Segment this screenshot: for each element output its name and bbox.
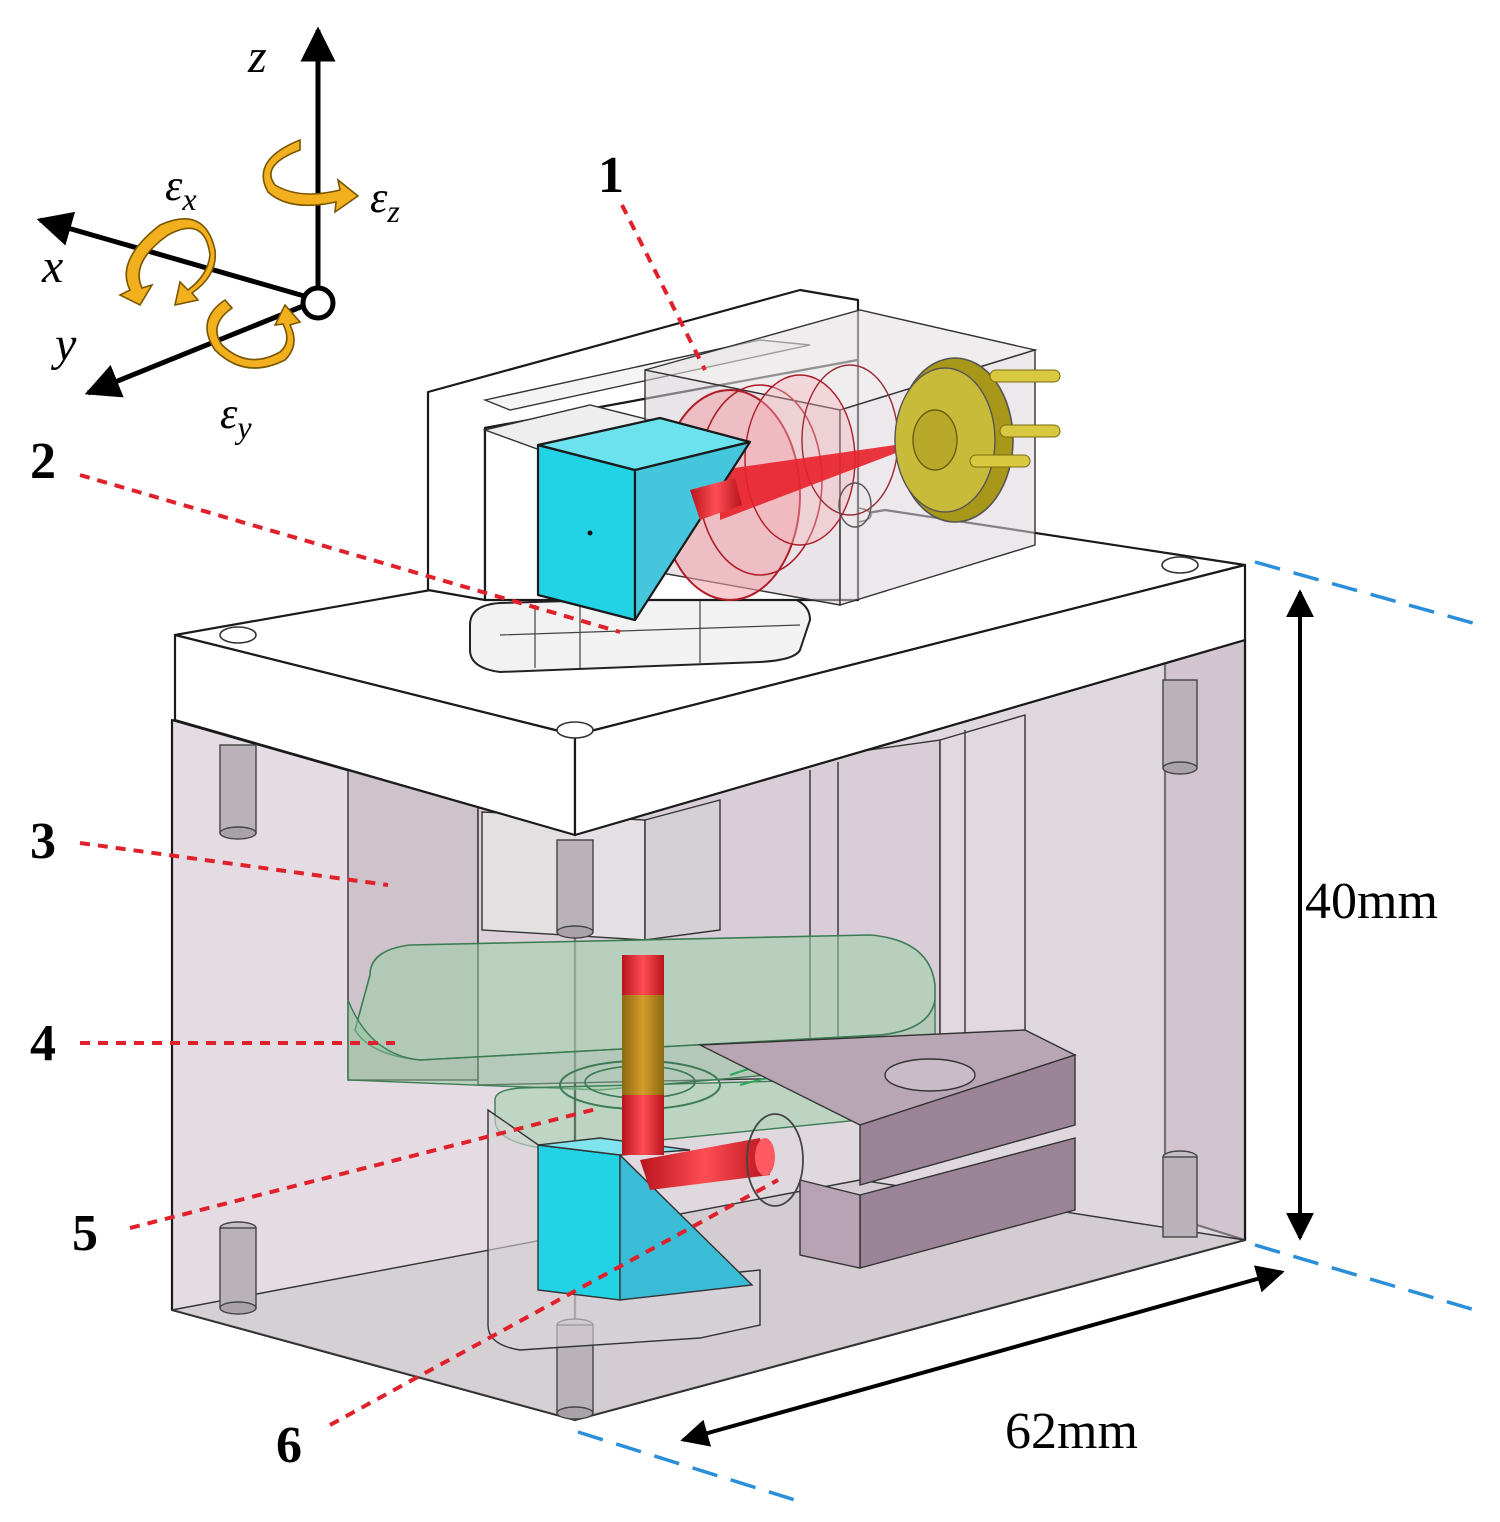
height-dimension-label: 40mm [1305,873,1438,930]
stage-lower-side [799,1179,861,1269]
prism-center-dot [587,530,593,536]
callout-1: 1 [598,147,624,204]
leader-3 [79,841,389,887]
rotation-label-z: εz [370,173,400,229]
collimator-tube [838,482,872,528]
coordinate-axes: z x y εx εy εz [36,26,400,445]
upper-prism-front [536,443,637,622]
upper-prism [536,416,752,622]
rotation-label-y: εy [220,389,252,445]
top-hole-3 [1161,556,1199,574]
pin-right-bottom [1162,1150,1198,1238]
diode-pin-3 [969,454,1031,468]
callout-labels: 1 2 3 4 5 6 [30,147,624,1474]
top-plate-side [573,563,1247,837]
stage-upper-front [859,1054,1076,1186]
stage-blocks [697,1029,1077,1269]
horizontal-beam [690,478,742,520]
beam-lower-segment [622,1095,664,1155]
inner-cavity-right [939,714,1026,1076]
ext-line-bottom [1254,1243,1476,1312]
rotation-arrow-y-icon [206,298,302,369]
callout-6: 6 [276,1417,302,1474]
y-axis-label: y [50,318,77,371]
lower-beam-end [755,1138,775,1176]
rotation-arrow-x-icon [118,218,217,307]
callout-5: 5 [72,1205,98,1262]
diode-window [912,409,958,471]
callout-3: 3 [30,813,56,870]
pin-center-top [556,839,594,939]
stage-hole [884,1058,976,1092]
x-axis-line [36,211,319,303]
axes-origin [300,285,336,321]
depth-dimension-arrow [680,1265,1285,1447]
leader-5 [129,1106,601,1230]
diode-pin-2 [999,424,1061,438]
callout-leaders [79,204,779,1427]
callout-4: 4 [30,1015,56,1072]
center-column-side [644,799,721,941]
leader-1 [620,204,707,371]
beam-middle-segment [622,955,664,995]
depth-dimension-label: 62mm [1005,1403,1138,1460]
lower-prism [537,1137,754,1301]
z-axis-label: z [247,30,267,83]
beam-green-segment [622,995,664,1095]
pin-front-left-bottom [219,1221,257,1315]
aperture-grid [499,598,801,668]
diode-pin-1 [989,369,1061,383]
leader-2 [79,473,621,634]
callout-2: 2 [30,433,56,490]
rotation-arrow-z-icon [262,138,360,214]
pin-back-right [1162,679,1198,775]
rotation-label-x: εx [165,161,197,217]
ext-line-front [577,1430,796,1502]
lower-beam [640,1138,770,1190]
dimension-lines: 40mm 62mm [577,560,1481,1502]
x-axis-label: x [41,240,63,293]
leader-6 [329,1178,779,1427]
lower-prism-front [537,1144,621,1301]
top-plate [173,507,1247,837]
lower-beam-assembly [640,1113,804,1207]
top-hole-1 [219,626,257,644]
pin-back-left [219,744,257,840]
laser-cone [720,440,930,520]
top-hole-2 [556,721,594,739]
lower-lens-ring [746,1113,804,1207]
ext-line-top [1254,560,1481,627]
